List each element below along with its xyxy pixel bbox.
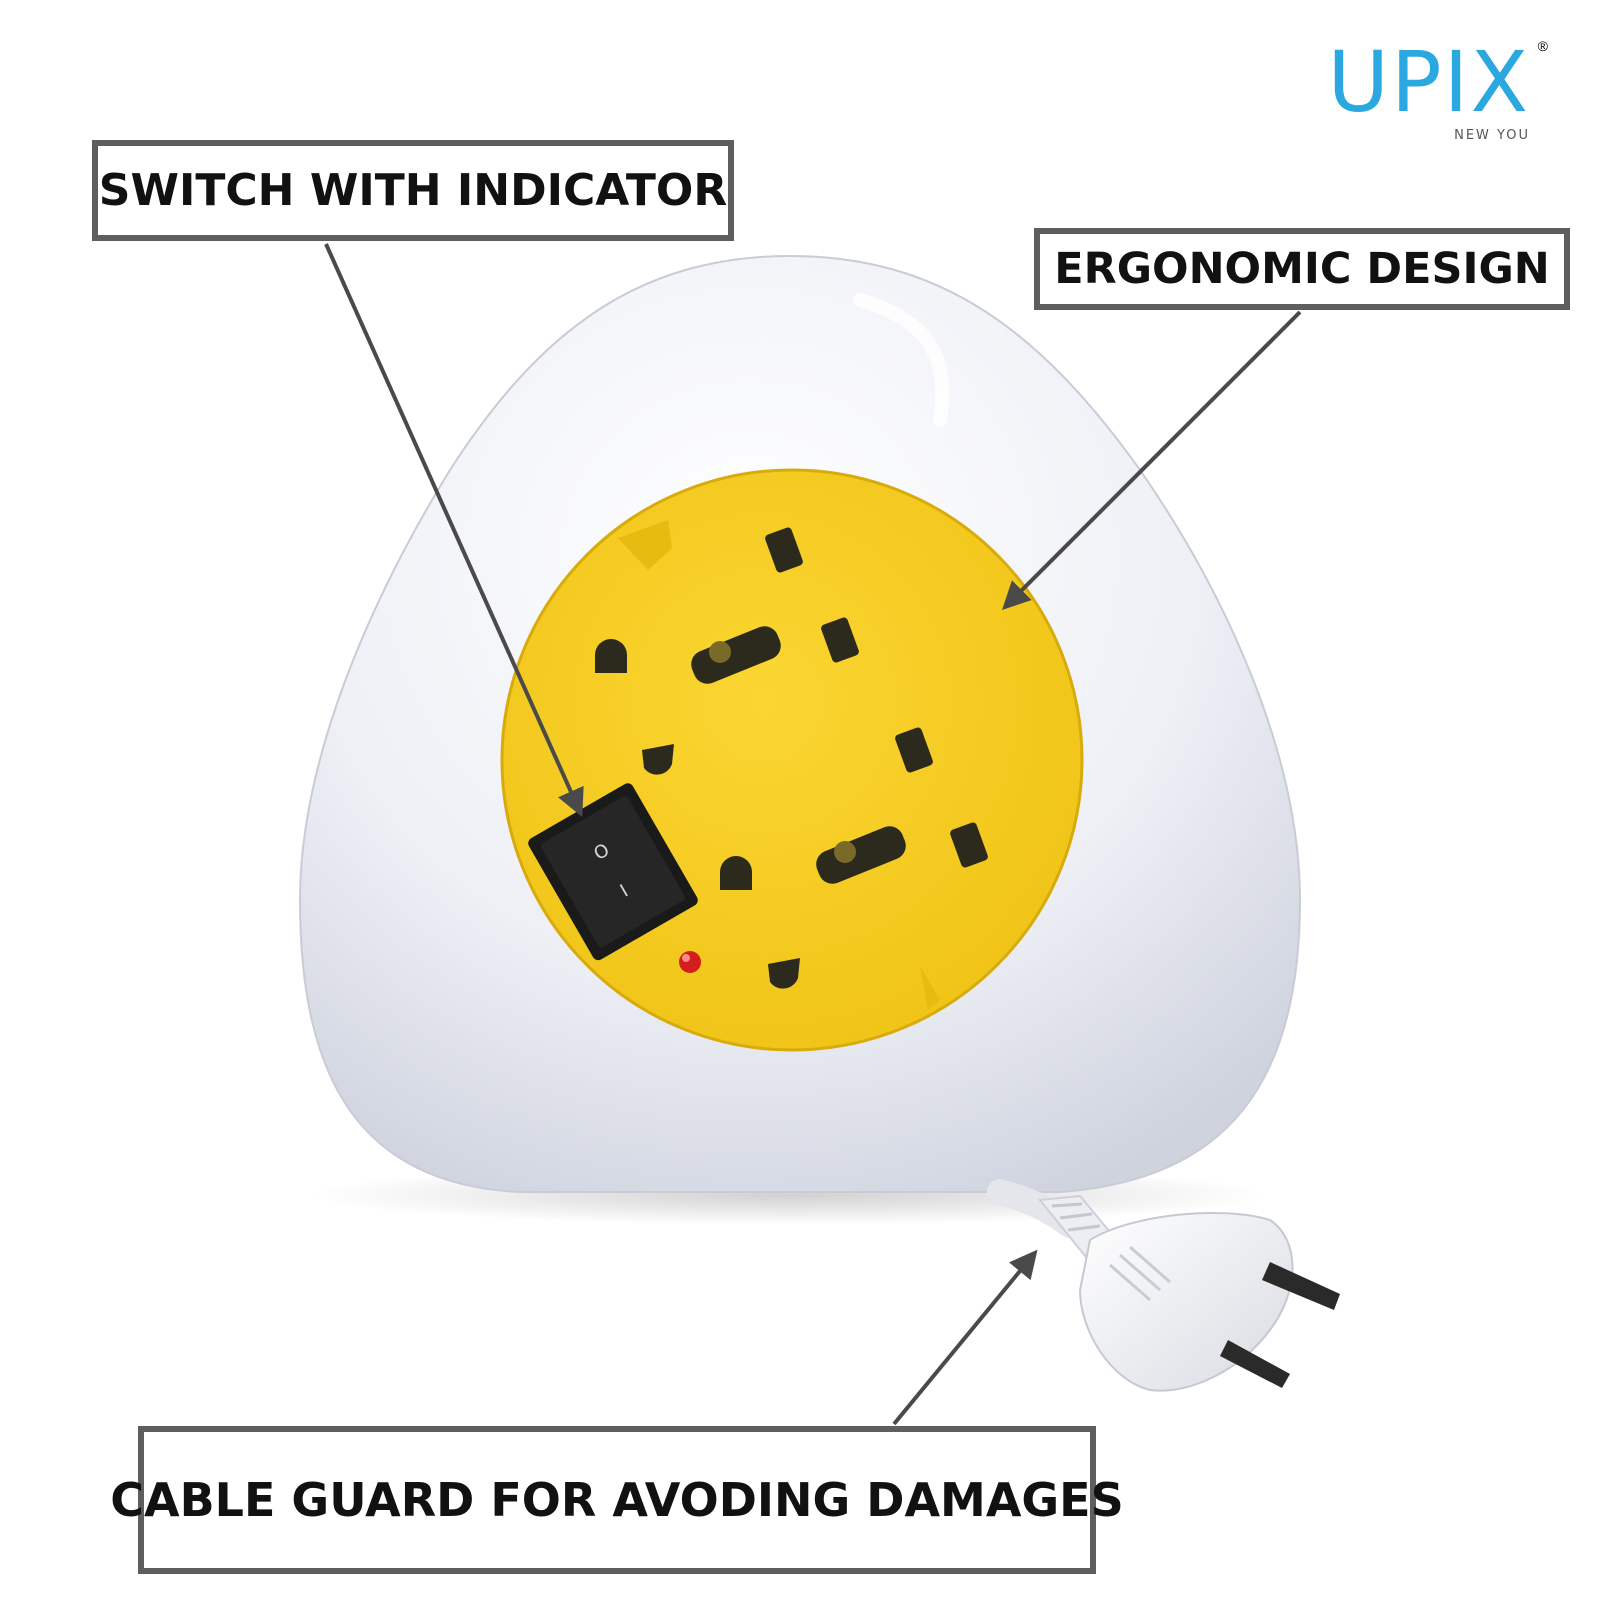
- brand-registered-mark: ®: [1537, 38, 1548, 54]
- cable-guard-rib: [1067, 1224, 1101, 1232]
- socket-pin-hole: [595, 639, 627, 673]
- socket-pin-hole: [720, 856, 752, 890]
- socket-pin-slot: [950, 822, 988, 868]
- plug-pin-top: [1262, 1262, 1340, 1310]
- callout-switch-with-indicator: SWITCH WITH INDICATOR: [92, 140, 734, 241]
- socket-pin-hole: [768, 958, 800, 989]
- socket-pin-hole: [642, 744, 674, 775]
- socket-round-hole: [834, 841, 856, 863]
- housing-highlight: [853, 293, 950, 427]
- indicator-led-shine: [682, 954, 690, 962]
- callout-text: CABLE GUARD FOR AVODING DAMAGES: [110, 1473, 1124, 1527]
- leader-line-ergonomic: [1002, 310, 1302, 610]
- leader-line-switch: [324, 243, 584, 818]
- callout-cable-guard: CABLE GUARD FOR AVODING DAMAGES: [110, 1426, 1124, 1574]
- callout-text: SWITCH WITH INDICATOR: [98, 165, 728, 216]
- rocker-switch: O I: [528, 783, 698, 961]
- cable-guard-rib: [1051, 1202, 1083, 1208]
- callout-text: ERGONOMIC DESIGN: [1054, 244, 1550, 294]
- socket-slot: [816, 826, 906, 884]
- brand-tagline: NEW YOU: [1454, 128, 1530, 143]
- plate-tab: [920, 966, 940, 1010]
- socket-pin-slot: [765, 527, 803, 573]
- brand-name: UPIX: [1327, 33, 1530, 131]
- plug-body: [1078, 1212, 1294, 1392]
- leader-line-cable: [892, 1249, 1038, 1426]
- plug-pin-bottom: [1220, 1340, 1290, 1388]
- callout-ergonomic-design: ERGONOMIC DESIGN: [1034, 228, 1570, 310]
- socket-round-hole: [709, 641, 731, 663]
- brand-logo: UPIX ® NEW YOU: [1327, 33, 1548, 143]
- socket-pin-slot: [821, 617, 859, 663]
- socket-upper: [595, 527, 859, 775]
- indicator-led: [679, 951, 701, 973]
- socket-slot: [691, 626, 781, 684]
- plug-grip: [1109, 1245, 1171, 1302]
- power-plug: [1078, 1212, 1340, 1392]
- plate-tab: [618, 520, 672, 570]
- socket-lower: [720, 727, 988, 989]
- cable-guard-rib: [1059, 1212, 1093, 1220]
- switch-rocker: [541, 796, 685, 948]
- socket-pin-slot: [895, 727, 933, 773]
